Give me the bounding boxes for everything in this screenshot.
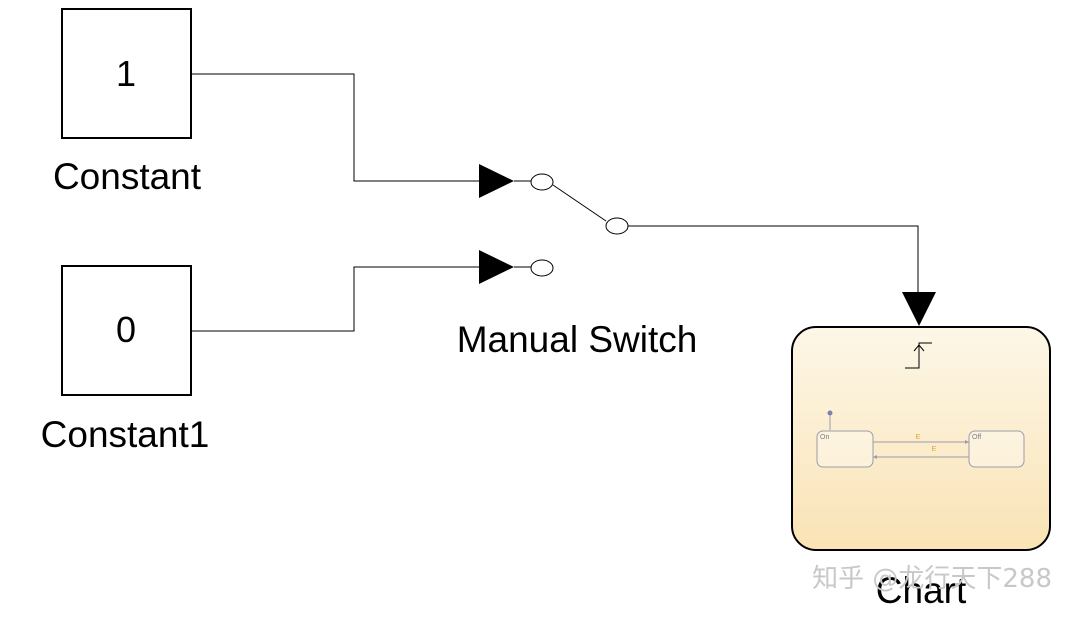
signal-line-constant1-to-switch[interactable] [191, 266, 480, 332]
transition-on-to-off-arrow [965, 440, 969, 444]
switch-input2-arrow [479, 250, 514, 284]
chart-block-label: Chart [876, 570, 967, 611]
constant-block-body[interactable] [61, 8, 192, 139]
chart-block-body[interactable] [791, 326, 1051, 551]
manual-switch-block[interactable] [479, 164, 641, 284]
state-on [816, 430, 874, 468]
constant1-block-label: Constant1 [41, 414, 210, 455]
constant1-block-value: 0 [116, 309, 136, 350]
constant1-block[interactable]: 0 [61, 265, 192, 396]
state-off [968, 430, 1025, 468]
rising-edge-trigger-icon [905, 342, 932, 369]
watermark-text: 知乎 @龙行天下288 [812, 564, 1052, 594]
signal-line-constant-to-switch[interactable] [191, 73, 480, 182]
default-transition-dot [827, 410, 833, 416]
chart-input-arrow [902, 292, 936, 326]
switch-contact-1 [530, 173, 554, 191]
constant-block-value: 1 [116, 53, 136, 94]
chart-block[interactable]: On Off E E [791, 326, 1051, 551]
state-on-label: On [820, 434, 829, 441]
switch-output-contact [605, 217, 629, 235]
signal-line-switch-to-chart[interactable] [640, 225, 919, 292]
state-off-label: Off [972, 434, 981, 441]
transition-off-to-on-label: E [932, 446, 937, 453]
constant1-block-body[interactable] [61, 265, 192, 396]
transition-off-to-on-arrow [873, 455, 877, 459]
constant-block[interactable]: 1 [61, 8, 192, 139]
manual-switch-label: Manual Switch [457, 319, 698, 360]
switch-contact-2 [530, 259, 554, 277]
state-diagram-thumbnail: On Off E E [816, 410, 1025, 468]
constant-block-label: Constant [53, 156, 202, 197]
switch-input1-arrow [479, 164, 514, 198]
switch-lever[interactable] [552, 184, 607, 222]
transition-on-to-off-label: E [916, 434, 921, 441]
